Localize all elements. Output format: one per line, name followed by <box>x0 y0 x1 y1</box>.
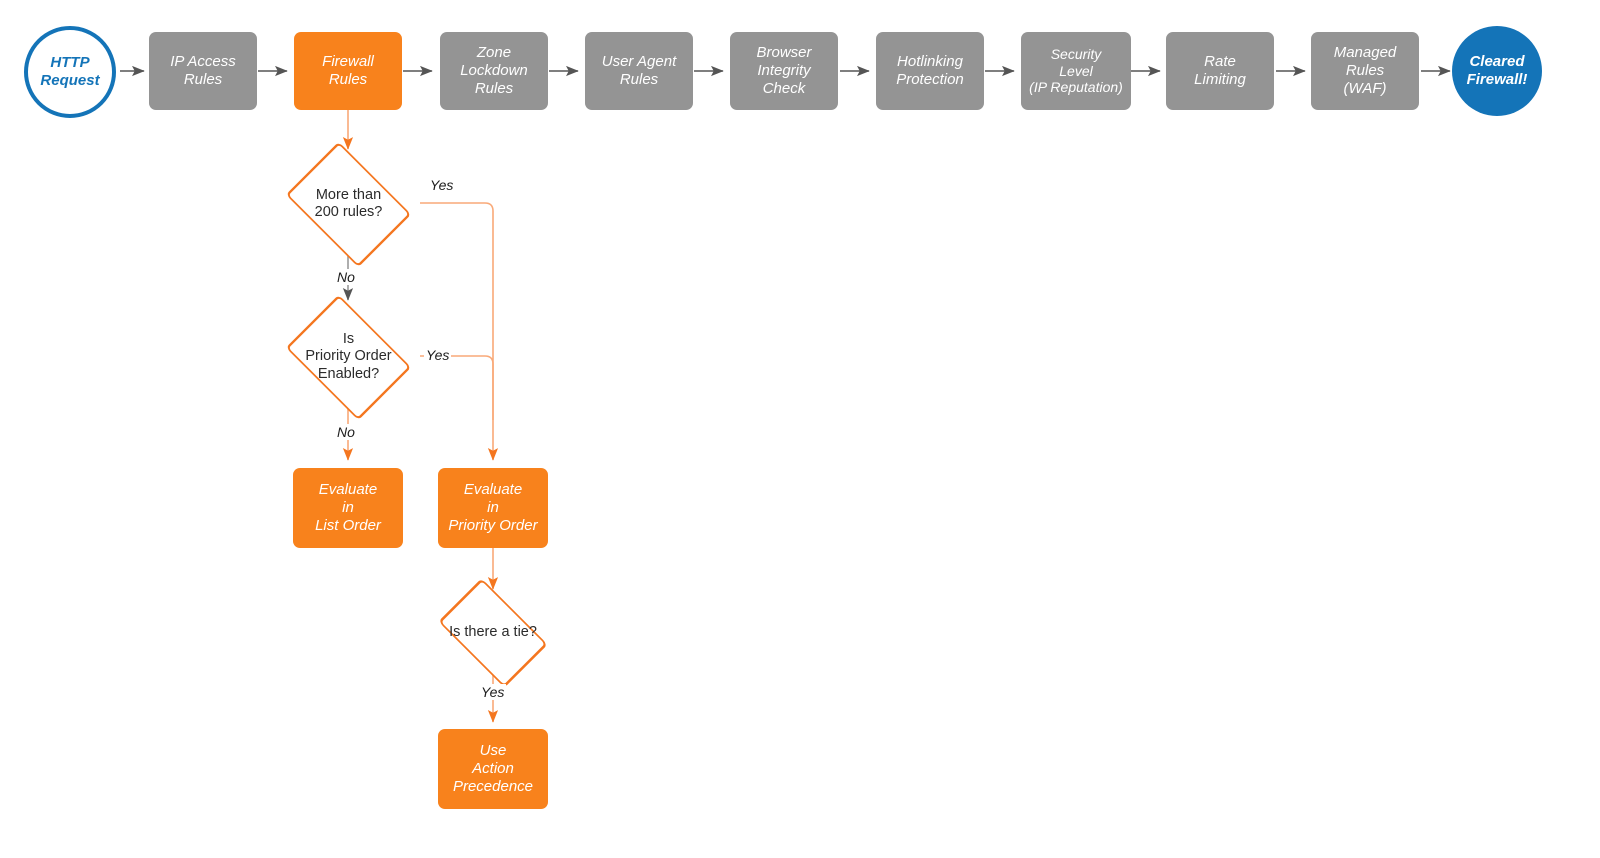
decision-is-priority-order-enabled[interactable]: Is Priority Order Enabled? <box>277 294 420 420</box>
decision-is-there-a-tie[interactable]: Is there a tie? <box>427 578 559 688</box>
node-label: Cleared Firewall! <box>1466 53 1528 88</box>
node-firewall-rules[interactable]: Firewall Rules <box>294 32 402 110</box>
node-cleared-firewall[interactable]: Cleared Firewall! <box>1452 26 1542 116</box>
node-browser-integrity-check[interactable]: Browser Integrity Check <box>730 32 838 110</box>
node-zone-lockdown-rules[interactable]: Zone Lockdown Rules <box>440 32 548 110</box>
decision-label: More than 200 rules? <box>314 186 383 220</box>
decision-label: Is there a tie? <box>449 624 537 641</box>
node-use-action-precedence[interactable]: Use Action Precedence <box>438 729 548 809</box>
node-label: IP Access Rules <box>170 53 236 88</box>
edge-label-more-than-200-yes: Yes <box>428 177 456 193</box>
decision-more-than-200-rules[interactable]: More than 200 rules? <box>277 141 420 267</box>
node-label: HTTP Request <box>40 54 100 89</box>
edge-label-priority-order-no: No <box>335 424 357 440</box>
node-label: Use Action Precedence <box>452 742 534 795</box>
node-hotlinking-protection[interactable]: Hotlinking Protection <box>876 32 984 110</box>
node-label: Browser Integrity Check <box>756 44 812 97</box>
node-http-request[interactable]: HTTP Request <box>24 26 116 118</box>
node-rate-limiting[interactable]: Rate Limiting <box>1166 32 1274 110</box>
node-user-agent-rules[interactable]: User Agent Rules <box>585 32 693 110</box>
edge-label-priority-order-yes: Yes <box>424 347 452 363</box>
node-security-level[interactable]: Security Level (IP Reputation) <box>1021 32 1131 110</box>
node-label: Evaluate in List Order <box>315 481 381 534</box>
decision-label: Is Priority Order Enabled? <box>305 330 392 382</box>
edge-label-more-than-200-no: No <box>335 269 357 285</box>
node-label: User Agent Rules <box>601 53 677 88</box>
edge-label-tie-yes: Yes <box>479 684 507 700</box>
node-label: Evaluate in Priority Order <box>448 481 538 534</box>
node-label: Rate Limiting <box>1194 53 1246 88</box>
node-label: Zone Lockdown Rules <box>460 44 528 97</box>
node-label: Security Level (IP Reputation) <box>1029 46 1123 96</box>
node-ip-access-rules[interactable]: IP Access Rules <box>149 32 257 110</box>
node-evaluate-in-list-order[interactable]: Evaluate in List Order <box>293 468 403 548</box>
node-evaluate-in-priority-order[interactable]: Evaluate in Priority Order <box>438 468 548 548</box>
node-label: Managed Rules (WAF) <box>1333 44 1397 97</box>
node-managed-rules-waf[interactable]: Managed Rules (WAF) <box>1311 32 1419 110</box>
node-label: Hotlinking Protection <box>896 53 964 88</box>
node-label: Firewall Rules <box>322 53 374 88</box>
